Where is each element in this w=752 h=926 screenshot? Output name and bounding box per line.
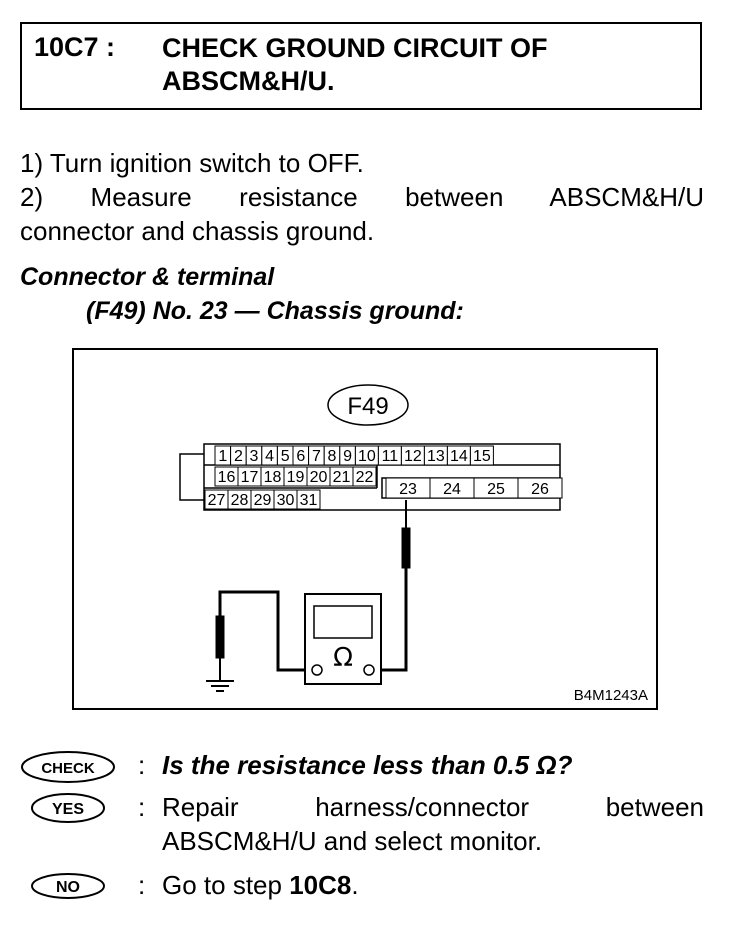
step-id: 10C7 : xyxy=(34,32,116,62)
terminal-number: 23 xyxy=(399,481,417,498)
connector-row-right: 23 24 25 26 xyxy=(385,477,563,499)
connector-row-3: 27 28 29 30 31 xyxy=(204,489,321,510)
step-title-line2: ABSCM&H/U. xyxy=(162,66,335,96)
probe-lead-ground xyxy=(215,590,316,681)
terminal-number: 8 xyxy=(328,448,337,465)
step-title: CHECK GROUND CIRCUIT OF ABSCM&H/U. xyxy=(162,32,682,98)
yes-colon: : xyxy=(138,792,146,822)
connector-terminal-label: Connector & terminal xyxy=(20,263,275,291)
terminal-number: 28 xyxy=(231,492,249,509)
instruction-step-2-line2: connector and chassis ground. xyxy=(20,216,375,246)
terminal-number: 5 xyxy=(281,448,290,465)
terminal-number: 16 xyxy=(218,469,236,486)
terminal-number: 24 xyxy=(443,481,461,498)
connector-label: F49 xyxy=(347,393,388,420)
no-badge-label: NO xyxy=(56,879,80,896)
yes-text: Repair harness/connector between ABSCM&H… xyxy=(162,790,704,858)
check-colon: : xyxy=(138,750,146,780)
terminal-number: 11 xyxy=(382,448,399,465)
terminal-cell xyxy=(296,489,321,510)
no-text: Go to step 10C8. xyxy=(162,868,704,902)
terminal-number: 15 xyxy=(473,448,491,465)
connector-terminal-heading: Connector & terminal (F49) No. 23 — Chas… xyxy=(20,260,464,328)
terminal-number: 7 xyxy=(312,448,321,465)
terminal-number: 31 xyxy=(300,492,318,509)
no-badge: NO xyxy=(31,873,105,899)
no-text-step: 10C8 xyxy=(289,870,352,900)
terminal-number: 2 xyxy=(234,448,243,465)
terminal-number: 21 xyxy=(333,469,351,486)
terminal-number: 3 xyxy=(250,448,259,465)
instruction-step-2-line1: 2) Measure resistance between ABSCM&H/U xyxy=(20,182,704,212)
terminal-number: 13 xyxy=(427,448,445,465)
ohm-symbol: Ω xyxy=(333,643,353,673)
terminal-number: 25 xyxy=(487,481,505,498)
yes-badge-label: YES xyxy=(52,801,84,818)
terminal-number: 17 xyxy=(241,469,259,486)
yes-text-line2: ABSCM&H/U and select monitor. xyxy=(162,826,543,856)
terminal-number: 4 xyxy=(265,448,274,465)
terminal-number: 27 xyxy=(208,492,226,509)
check-badge: CHECK xyxy=(21,751,115,783)
no-colon: : xyxy=(138,870,146,900)
connector-label-ellipse xyxy=(327,384,409,426)
no-text-suffix: . xyxy=(351,870,359,900)
probe-lead-positive xyxy=(378,500,411,672)
no-text-prefix: Go to step xyxy=(162,870,290,900)
terminal-number: 29 xyxy=(254,492,272,509)
terminal-number: 10 xyxy=(358,448,376,465)
yes-badge: YES xyxy=(31,793,105,823)
terminal-cell xyxy=(352,466,377,487)
instruction-list: 1) Turn ignition switch to OFF. 2) Measu… xyxy=(20,146,704,248)
figure-code: B4M1243A xyxy=(574,687,648,704)
instruction-step-1: 1) Turn ignition switch to OFF. xyxy=(20,148,364,178)
terminal-cell xyxy=(469,445,494,466)
terminal-number: 6 xyxy=(296,448,305,465)
terminal-number: 30 xyxy=(277,492,295,509)
terminal-number: 12 xyxy=(404,448,422,465)
connector-terminal-detail: (F49) No. 23 — Chassis ground: xyxy=(86,297,464,325)
terminal-number: 20 xyxy=(310,469,328,486)
connector-row-2: 16 17 18 19 20 21 22 xyxy=(214,466,377,487)
chassis-ground-icon xyxy=(206,680,234,692)
check-badge-label: CHECK xyxy=(41,760,95,777)
terminal-number: 9 xyxy=(343,448,352,465)
terminal-number: 22 xyxy=(356,469,374,486)
check-question: Is the resistance less than 0.5 Ω? xyxy=(162,750,573,780)
terminal-number: 19 xyxy=(287,469,305,486)
terminal-cell xyxy=(517,477,563,499)
terminal-number: 18 xyxy=(264,469,282,486)
step-title-box: 10C7 : CHECK GROUND CIRCUIT OF ABSCM&H/U… xyxy=(20,22,702,110)
terminal-number: 14 xyxy=(450,448,468,465)
terminal-number: 26 xyxy=(531,481,549,498)
terminal-number: 1 xyxy=(218,448,227,465)
yes-text-line1: Repair harness/connector between xyxy=(162,792,704,822)
step-title-line1: CHECK GROUND CIRCUIT OF xyxy=(162,33,548,63)
ohmmeter-icon xyxy=(304,593,382,685)
